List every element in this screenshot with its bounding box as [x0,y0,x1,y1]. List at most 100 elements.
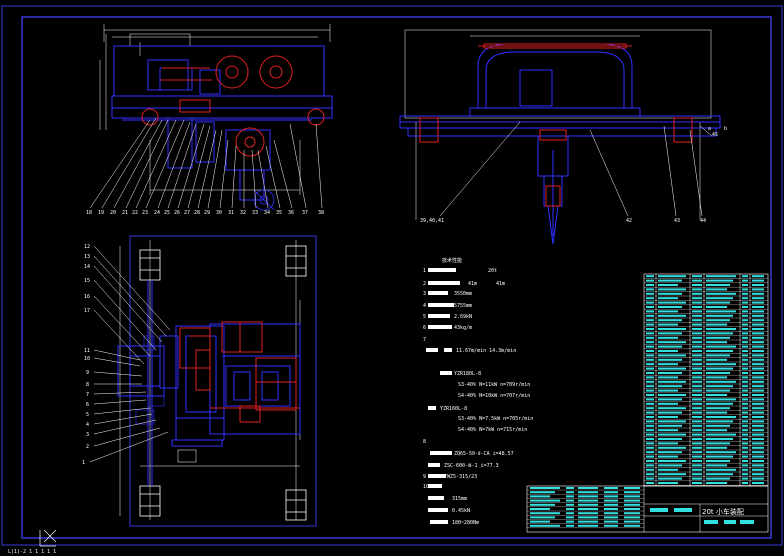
bom-cell [692,385,702,388]
title-block-cell [578,516,598,519]
title-block-cell [604,495,618,498]
bom-cell [646,451,654,454]
title-block-cell [578,491,598,494]
bom-cell [692,328,702,330]
title-block-cell [624,508,640,510]
bom-cell [658,468,678,471]
bom-cell [752,389,764,392]
balloon: 29 [204,210,210,216]
bom-cell [646,314,654,317]
bom-cell [742,407,748,410]
bom-cell [752,451,764,454]
bom-cell [706,468,736,471]
spec-speed: 11.67m/min 14.3m/min [456,348,516,354]
bom-cell [706,292,736,295]
bom-cell [706,442,730,445]
bom-cell [646,446,654,449]
bom-cell [658,310,678,313]
command-line-text: L(1)-2 1 1 1 1 1 [8,549,56,555]
bom-cell [706,429,727,432]
bom-cell [646,292,654,295]
balloon: 12 [84,244,90,250]
bom-cell [658,389,678,392]
bom-cell [658,407,686,410]
bom-cell [692,451,702,454]
bom-cell [706,394,727,396]
bom-cell [706,350,733,352]
bom-cell [706,284,730,286]
bom-cell [658,345,682,348]
title-block-cell [624,524,640,527]
bom-cell [646,341,654,344]
balloon: 28 [194,210,200,216]
bom-cell [658,473,686,476]
specs-heading: 技术性能 [442,257,462,264]
bom-cell [752,301,764,304]
bom-cell [706,275,736,278]
title-block-cell [624,499,640,502]
balloon: 11 [84,348,90,354]
bom-cell [646,275,654,278]
bom-cell [658,376,678,379]
balloon: 1 [82,460,85,466]
bom-cell [706,407,730,410]
bom-cell [752,336,764,339]
title-block-cell [530,491,555,494]
parts-list-table [643,273,769,487]
bom-cell [706,416,736,418]
bom-cell [752,385,764,388]
title-block-cell [530,516,555,519]
balloon: 3 [86,432,89,438]
bom-cell [692,477,702,480]
bom-cell [658,380,686,383]
bottom-left-view: 12 13 14 15 16 17 11 10 9 8 7 6 5 4 3 2 … [82,235,317,527]
bom-cell [742,416,748,418]
balloon: 39,40,41 [420,218,444,224]
bom-cell [658,363,678,366]
balloon: 34 [264,210,270,216]
bom-cell [692,332,702,335]
title-block-cell [578,487,598,489]
bom-cell [706,279,733,282]
bom-cell [752,275,764,278]
bom-cell [752,402,764,405]
bom-cell [742,297,748,300]
bom-cell [752,279,764,282]
bom-cell [692,354,702,357]
balloon-group-left: 12 13 14 15 16 17 11 10 9 8 7 6 5 4 3 2 … [82,244,90,466]
bom-cell [646,350,654,352]
bom-cell [658,464,682,467]
bom-cell [706,354,730,357]
bom-cell [752,288,764,291]
title-block-cell [604,524,618,527]
bom-cell [752,372,764,374]
bom-cell [742,376,748,379]
bom-cell [742,473,748,476]
bom-cell [706,358,727,361]
bom-cell [658,411,682,414]
ucs-icon [39,529,57,547]
bom-cell [706,288,727,291]
title-block: 20t 小车装配 [526,485,769,533]
bom-cell [646,332,654,335]
top-right-view: 39,40,41 42 43 44 45 [399,29,721,245]
bom-cell [706,433,736,436]
bom-cell [706,477,730,480]
bom-cell [692,292,702,295]
bom-cell [706,446,727,449]
bom-cell [646,376,654,379]
title-block-cell [624,487,640,489]
bom-cell [646,424,654,427]
bom-label-a: a [708,126,711,132]
bom-cell [742,389,748,392]
bom-cell [658,284,678,286]
title-block-cell [624,491,640,494]
bom-cell [646,319,654,322]
bom-cell [706,451,736,454]
balloon: 16 [84,294,90,300]
title-block-cell [566,487,574,489]
title-block-cell [530,487,560,489]
title-block-cell [578,524,598,527]
bom-cell [658,288,686,291]
